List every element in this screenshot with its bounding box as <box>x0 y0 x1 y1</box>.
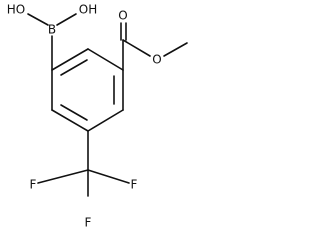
ring-double-bond-bottom <box>60 104 88 121</box>
bond-ester-carbon-to-oxygen <box>122 39 151 57</box>
oh-left-label: HO <box>7 3 25 17</box>
fluorine-left-label: F <box>30 178 37 192</box>
fluorine-bottom-label: F <box>85 216 92 230</box>
ring-bond-c1-c2 <box>51 48 89 71</box>
bond-boron-to-oh-left <box>27 13 49 26</box>
ring-bond-c4-c5 <box>87 109 124 132</box>
bond-boron-to-oh-right <box>56 13 77 26</box>
molecule-canvas: HO OH B O O F F F <box>6 2 188 230</box>
oh-right-label: OH <box>79 3 97 17</box>
bond-oxygen-to-methyl <box>163 42 188 57</box>
ester-carbonyl-oxygen-label: O <box>118 9 127 23</box>
ring-double-bond-top <box>60 59 88 76</box>
bond-cf3-to-fluorine-right <box>87 169 130 184</box>
ring-bond-c2-c3 <box>87 48 124 71</box>
fluorine-right-label: F <box>131 178 138 192</box>
bond-cf3-to-fluorine-left <box>37 169 89 184</box>
structure-diagram: HO OH B O O F F F <box>7 3 188 230</box>
ester-ether-oxygen-label: O <box>152 53 161 67</box>
boron-label: B <box>48 23 56 37</box>
ring-bond-c5-c6 <box>51 109 89 132</box>
